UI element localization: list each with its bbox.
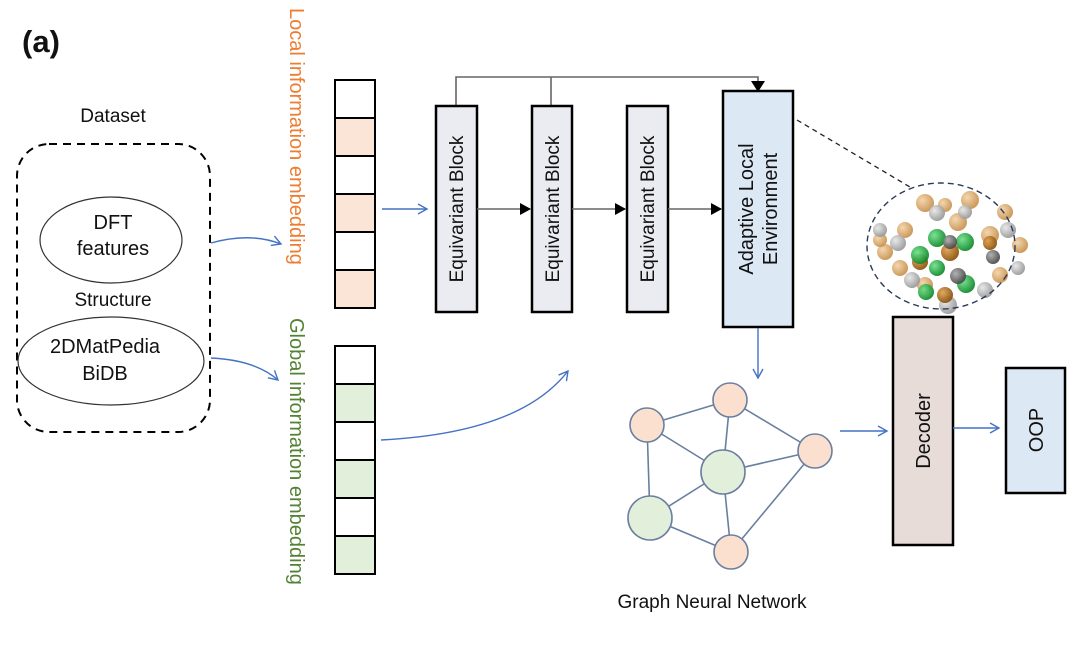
atom — [929, 205, 945, 221]
database-line2: BiDB — [82, 363, 128, 385]
atom — [928, 229, 946, 247]
graph-node-orange — [629, 407, 665, 443]
panel-label: (a) — [22, 24, 60, 59]
skip-connection-line — [455, 76, 759, 106]
decoder-label: Decoder — [913, 393, 935, 469]
adaptive-line2: Environment — [760, 152, 782, 265]
molecule-callout-ellipse — [866, 182, 1016, 310]
global-embedding-cell — [334, 383, 376, 423]
arrow-dft-to-local — [210, 235, 283, 247]
global-embedding-cell — [334, 535, 376, 575]
graph-edge — [730, 450, 816, 553]
atom — [992, 267, 1008, 283]
dataset-container — [16, 143, 211, 433]
atom — [897, 222, 913, 238]
structure-label: Structure — [74, 290, 151, 311]
atom — [950, 268, 966, 284]
global-embedding-label: Global information embedding — [285, 318, 307, 585]
dft-features-line2: features — [77, 238, 149, 260]
equivariant-block-3: Equivariant Block — [625, 104, 670, 314]
adaptive-local-environment-block: Adaptive Local Environment — [721, 89, 795, 329]
atom — [873, 233, 887, 247]
global-embedding-cell — [334, 459, 376, 499]
atom — [911, 246, 929, 264]
dft-features-ellipse — [39, 196, 183, 284]
atom — [918, 284, 934, 300]
global-embedding-cell — [334, 421, 376, 461]
database-ellipse — [17, 316, 205, 406]
global-embedding-cell — [334, 345, 376, 385]
atom — [958, 205, 972, 219]
zoom-callout-line — [796, 119, 911, 188]
dataset-title: Dataset — [80, 106, 146, 127]
atom — [890, 235, 906, 251]
atom — [983, 236, 997, 250]
graph-node-green — [700, 449, 746, 495]
atom — [977, 282, 993, 298]
output-block: OOP — [1004, 366, 1067, 495]
atom — [873, 223, 887, 237]
atom — [961, 191, 979, 209]
local-embedding-cell — [334, 231, 376, 271]
molecule-cluster-image — [873, 191, 1028, 314]
arrow-global-curve — [380, 369, 569, 441]
local-embedding-cell — [334, 155, 376, 195]
atom — [986, 250, 1000, 264]
equivariant-block-2-label: Equivariant Block — [543, 135, 564, 282]
atom — [956, 233, 974, 251]
graph-title: Graph Neural Network — [617, 592, 807, 613]
adaptive-line1: Adaptive Local — [736, 143, 758, 274]
graph-node-orange — [797, 433, 833, 469]
atom — [997, 204, 1013, 220]
atom — [937, 287, 953, 303]
output-label: OOP — [1026, 408, 1048, 452]
arrow-db-to-global — [210, 357, 280, 381]
local-embedding-cell — [334, 117, 376, 157]
atom — [1012, 237, 1028, 253]
equivariant-block-2: Equivariant Block — [530, 104, 574, 314]
atom — [904, 272, 920, 288]
equivariant-block-1-label: Equivariant Block — [447, 135, 468, 282]
decoder-block: Decoder — [891, 315, 955, 547]
local-embedding-cell — [334, 193, 376, 233]
atom — [943, 235, 957, 249]
equivariant-block-1: Equivariant Block — [434, 104, 479, 314]
graph-neural-network — [627, 382, 833, 570]
atom — [877, 244, 893, 260]
local-embedding-cell — [334, 269, 376, 309]
local-embedding-cell — [334, 79, 376, 119]
atom — [929, 260, 945, 276]
global-embedding-vector — [334, 345, 376, 575]
atom — [1000, 222, 1016, 238]
graph-node-orange — [712, 382, 748, 418]
dft-features-line1: DFT — [94, 212, 133, 234]
atom — [892, 260, 908, 276]
skip-arrow-head — [751, 81, 765, 92]
local-embedding-vector — [334, 79, 376, 309]
graph-node-orange — [713, 534, 749, 570]
local-embedding-label: Local information embedding — [285, 8, 307, 265]
equivariant-block-3-label: Equivariant Block — [638, 135, 659, 282]
atom — [916, 194, 934, 212]
global-embedding-cell — [334, 497, 376, 537]
database-line1: 2DMatPedia — [50, 336, 161, 358]
atom — [1011, 261, 1025, 275]
atom — [941, 243, 959, 261]
graph-node-green — [627, 495, 673, 541]
